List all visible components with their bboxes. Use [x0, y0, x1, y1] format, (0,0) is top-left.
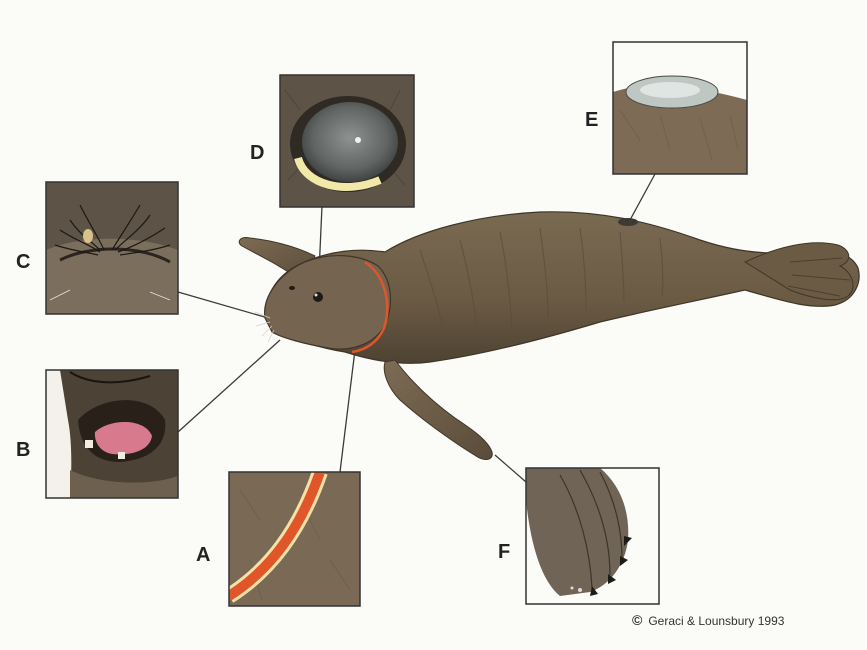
inset-b-mouth — [46, 370, 178, 498]
label-b: B — [16, 440, 30, 460]
inset-c-muzzle — [46, 182, 178, 314]
inset-a-wound — [229, 472, 360, 606]
leader-line-c — [178, 292, 268, 318]
seal-head — [265, 256, 391, 349]
label-c: C — [16, 252, 30, 272]
label-e: E — [585, 110, 598, 130]
leader-line-e — [630, 174, 655, 220]
leader-line-a — [340, 350, 355, 472]
inset-d-eyeball — [302, 102, 398, 182]
label-d: D — [250, 143, 264, 163]
leader-line-f — [495, 455, 526, 482]
inset-d-eye — [280, 75, 414, 207]
credit-text: Geraci & Lounsbury 1993 — [648, 614, 784, 628]
inset-f-flipper — [526, 468, 659, 604]
seal-lower-fore-flipper — [384, 360, 492, 459]
leader-line-b — [178, 340, 280, 432]
label-f: F — [498, 542, 510, 562]
label-a: A — [196, 545, 210, 565]
inset-e-back — [613, 42, 747, 174]
seal-figure — [239, 212, 859, 460]
copyright-symbol: © — [632, 612, 642, 628]
seal-eye — [313, 292, 323, 302]
credit-line: © Geraci & Lounsbury 1993 — [632, 612, 784, 628]
